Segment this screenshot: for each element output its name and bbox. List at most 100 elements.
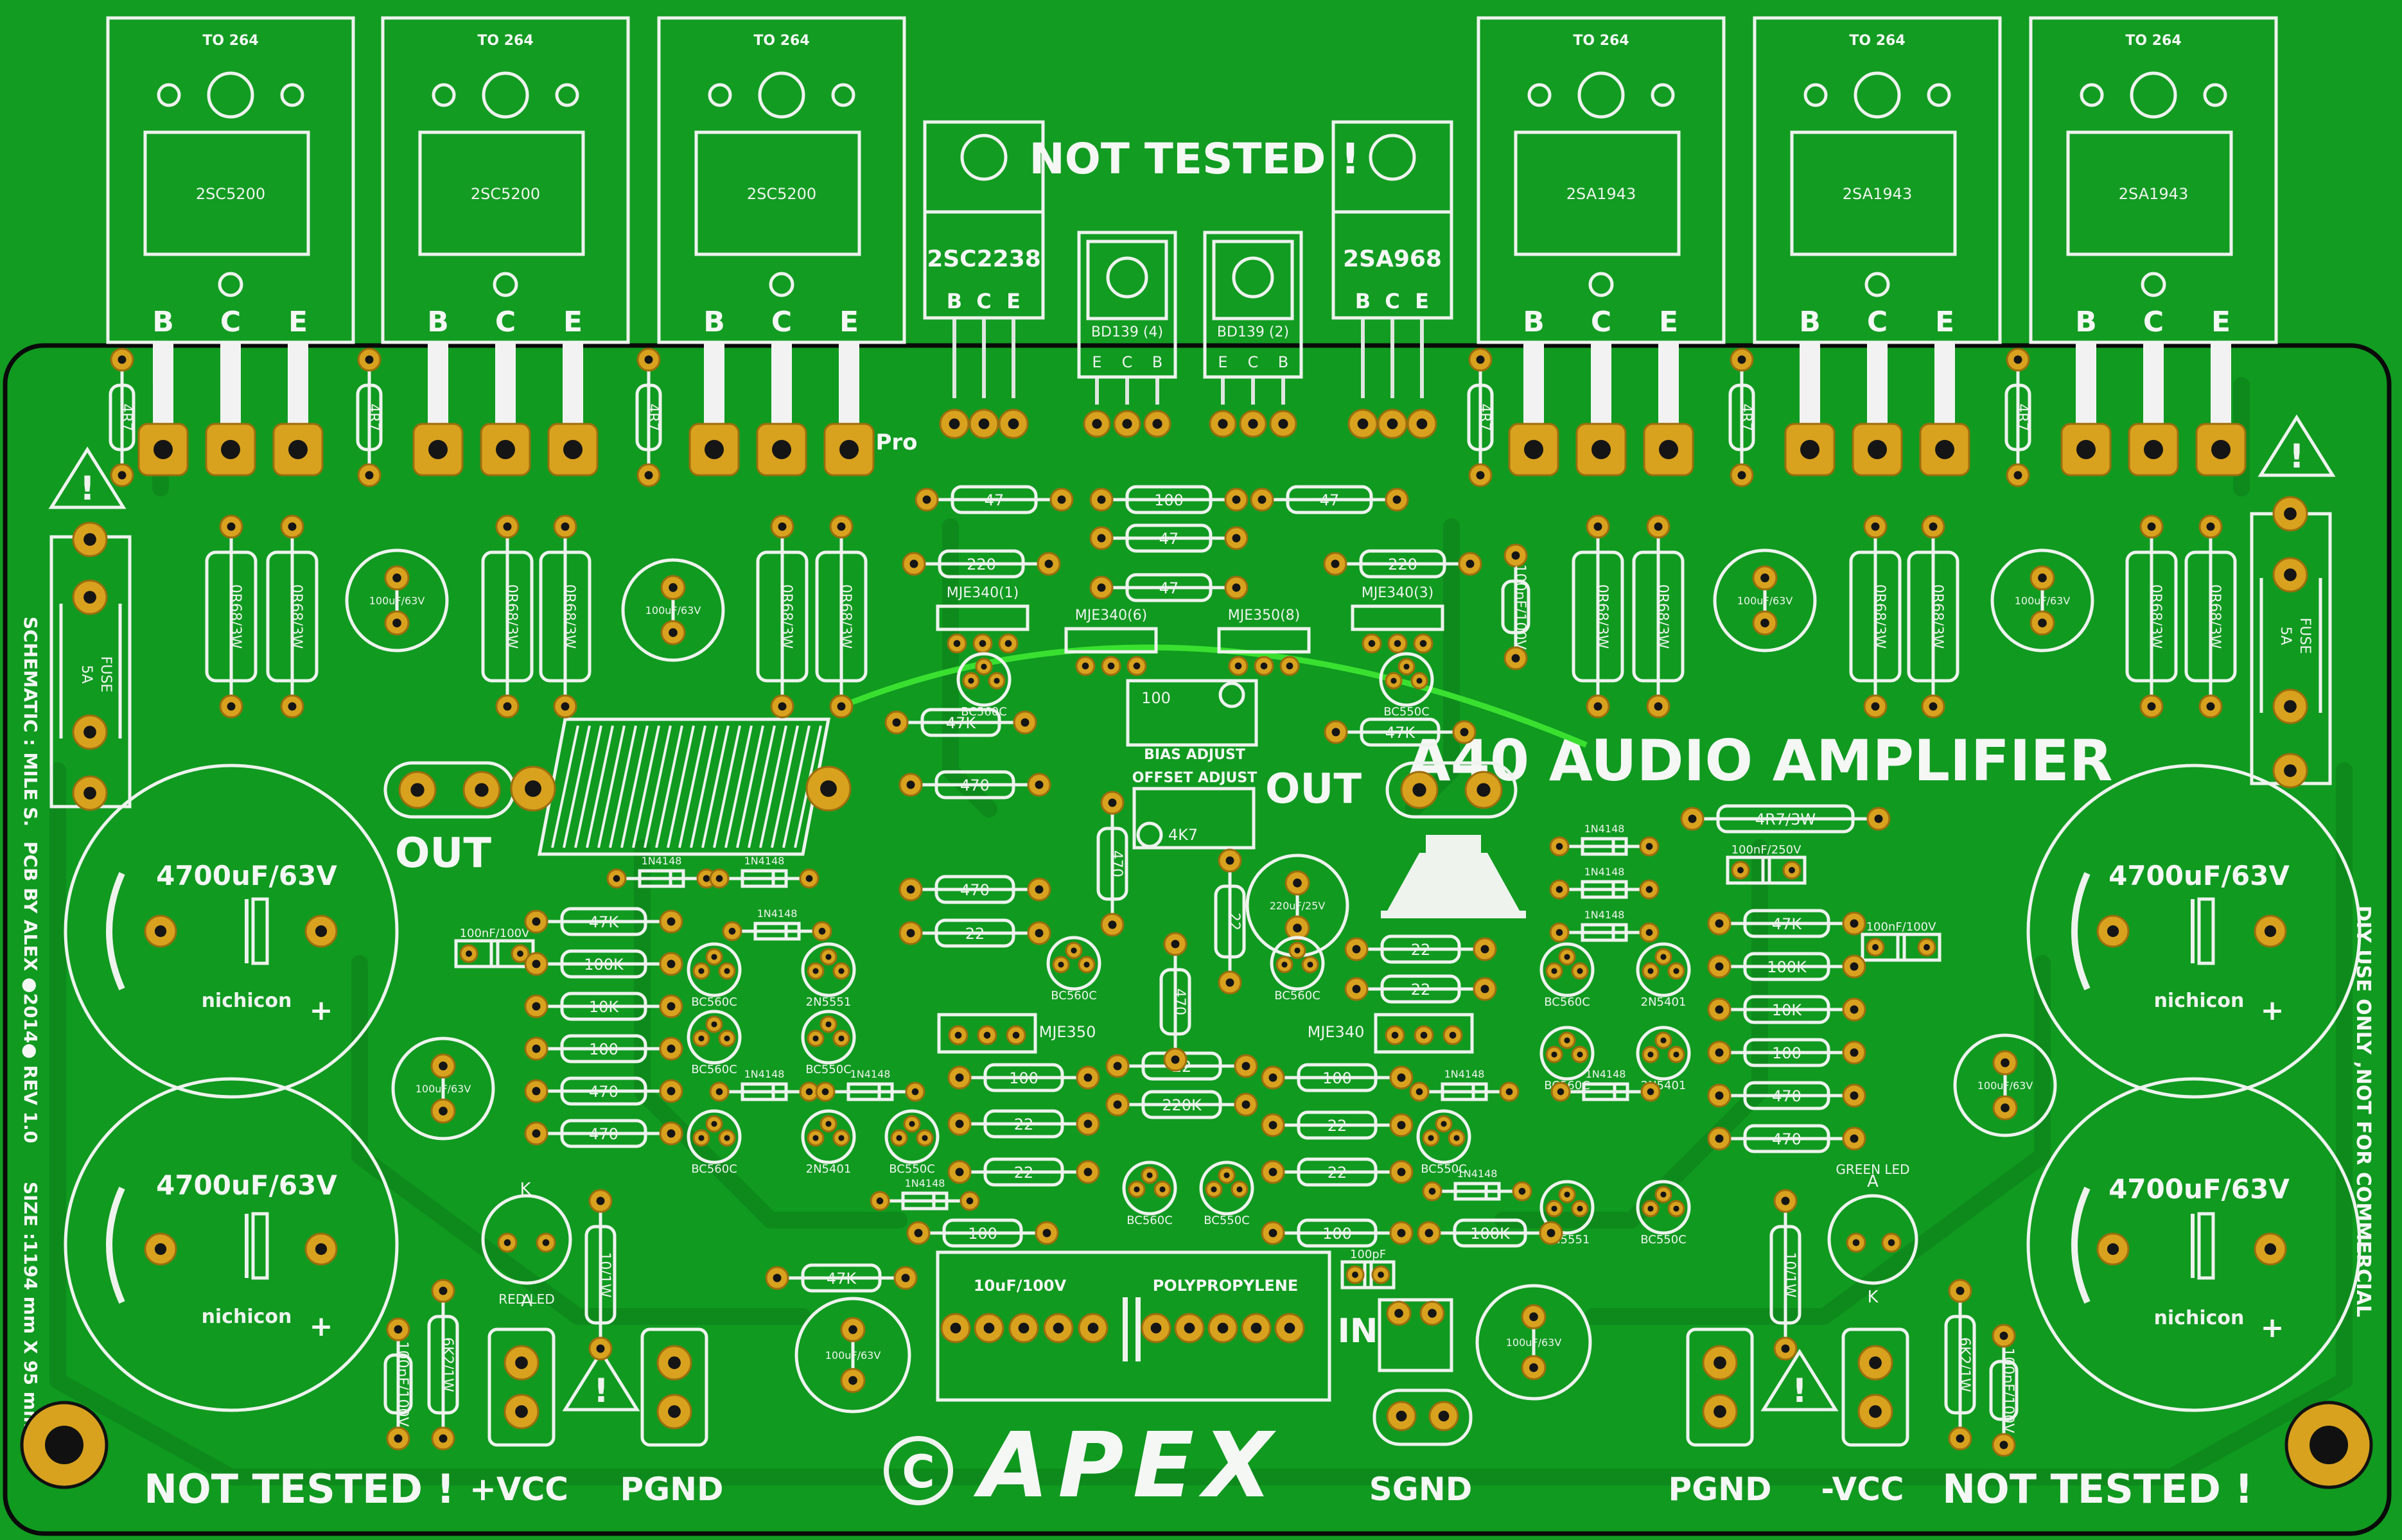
resistor-body [560, 1076, 647, 1106]
drill-hole [1416, 1088, 1423, 1096]
resistor-body [560, 1034, 647, 1063]
drill-hole [394, 1434, 403, 1443]
resistor-value: 100 [1154, 491, 1184, 509]
drill-hole [1999, 1440, 2008, 1449]
resistor-body [383, 1353, 413, 1415]
drill-hole [644, 471, 653, 480]
pin-label: E [1092, 353, 1101, 371]
plus-icon: + [2261, 994, 2284, 1027]
drill-hole [1008, 418, 1019, 430]
resistor-value: 10/1W [1782, 1252, 1798, 1297]
capacitor-value: 100nF/100V [460, 927, 530, 940]
transistor-lead [153, 342, 173, 426]
film-cap-outline [1340, 1260, 1396, 1290]
offset-adjust-label: OFFSET ADJUST [1132, 770, 1258, 786]
drill-hole [503, 522, 512, 531]
transistor-label: BC550C [1421, 1162, 1467, 1176]
resistor-value: 100 [1322, 1069, 1352, 1087]
transistor-outline [956, 652, 1012, 707]
coil-winding [563, 725, 591, 848]
drill-hole [1850, 1005, 1859, 1014]
drill-hole [1352, 1272, 1358, 1278]
bigcap-br: 4700uF/63V nichicon + [2026, 1077, 2362, 1412]
drill-hole [1781, 1344, 1790, 1353]
film-cap-outline [1726, 855, 1807, 885]
resistor-value: 47 [985, 491, 1004, 509]
power-pads [137, 318, 2247, 477]
transistor-lead [428, 342, 448, 426]
drill-hole [1268, 1229, 1277, 1238]
drill-hole [1800, 440, 1819, 459]
resistor-value: 22 [1411, 941, 1431, 959]
drill-hole [979, 640, 986, 647]
package-label: TO 264 [1573, 33, 1629, 49]
pin-label: C [1248, 353, 1259, 371]
drill-hole [1097, 583, 1106, 592]
resistor-body [2004, 383, 2031, 451]
transistor-label: 2N5401 [1641, 995, 1687, 1009]
drill-hole [1477, 783, 1491, 797]
drill-hole [1232, 495, 1241, 504]
transistor-lead [839, 342, 859, 426]
drill-hole [1171, 1055, 1180, 1064]
capacitor-outline [1475, 1284, 1592, 1401]
drill-hole [2264, 1243, 2277, 1256]
resistor-body [2184, 550, 2237, 683]
drill-hole [983, 1322, 995, 1334]
drill-hole [532, 1044, 541, 1053]
capacitor-outline [345, 548, 449, 652]
transistor-label: 2N5551 [806, 995, 852, 1009]
drill-hole [83, 787, 96, 800]
vcc-neg-label: -VCC [1821, 1471, 1904, 1508]
resistor-body [815, 550, 868, 683]
resistor-value: 0R68/3W [2148, 584, 2164, 649]
drill-hole [439, 1286, 448, 1295]
drill-hole [667, 1087, 676, 1096]
resistor-body [1769, 1225, 1802, 1325]
drill-hole [1150, 1322, 1162, 1334]
drill-hole [1293, 923, 1302, 932]
resistor-value: 470 [1772, 1087, 1802, 1105]
resistor-value: 0R68/3W [504, 584, 520, 649]
transistor-lead [1800, 342, 1820, 426]
drill-hole [909, 559, 918, 568]
resistor-value: 470 [1109, 850, 1125, 877]
resistor-value: 0R68/3W [288, 584, 304, 649]
resistor-value: 470 [960, 881, 990, 899]
transistor-label: BC560C [691, 1162, 737, 1176]
drill-hole [805, 1088, 813, 1096]
capacitor-value: 100uF/63V [369, 595, 425, 607]
coil-winding [759, 725, 787, 848]
connector-outline [1686, 1327, 1754, 1447]
drill-hole [1294, 947, 1301, 954]
transistor-outline [1539, 942, 1595, 997]
resistor-value: 22 [1411, 981, 1431, 999]
pgnd-left-label: PGND [620, 1471, 723, 1508]
part-label: 2SA1943 [1566, 185, 1636, 203]
cap-type: POLYPROPYLENE [1153, 1277, 1299, 1295]
diode-label: 1N4148 [1584, 866, 1625, 878]
resistor-value: 47K [1385, 724, 1416, 742]
drill-hole [2147, 702, 2156, 711]
transistor-label: BC560C [691, 995, 737, 1009]
drill-hole [1390, 678, 1397, 684]
connector-outline [640, 1327, 708, 1447]
package-label: TO 264 [1849, 33, 1905, 49]
resistor-value: 100nF/100V [2000, 1347, 2016, 1433]
drill-hole [1556, 886, 1563, 893]
drill-hole [1248, 419, 1258, 429]
drill-hole [724, 1135, 730, 1141]
resistor-body [1125, 573, 1213, 602]
pin-label: B [1799, 306, 1821, 338]
pin-label: E [1006, 289, 1021, 313]
resistor-body [1467, 383, 1494, 451]
resistor-body [1360, 717, 1441, 747]
out-label-left: OUT [395, 830, 491, 877]
resistor-value: 4R7 [365, 403, 381, 431]
drill-hole [2001, 1058, 2010, 1067]
transistor-lead [1591, 342, 1611, 426]
transistor-label: 2N5401 [806, 1162, 852, 1176]
bias-adjust: 100 BIAS ADJUST [1126, 679, 1258, 763]
drill-hole [1428, 1309, 1437, 1318]
drill-hole [392, 618, 401, 627]
